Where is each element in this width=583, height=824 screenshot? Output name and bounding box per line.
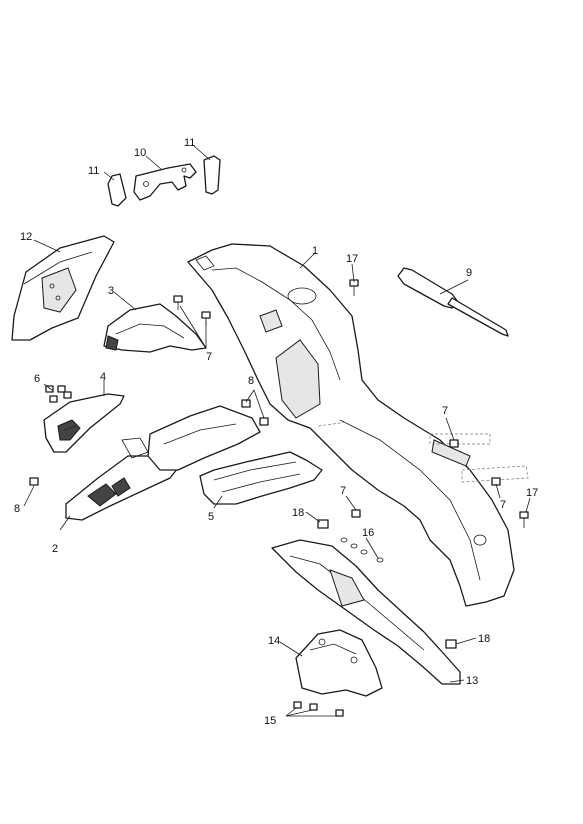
part-6-screws	[45, 385, 72, 403]
callout-18-left: 18	[292, 507, 304, 519]
part-strut	[147, 405, 261, 471]
callout-7-left: 7	[206, 351, 212, 363]
part-8-screw-a	[29, 477, 39, 486]
part-14-bottom-cover	[295, 629, 383, 697]
part-17-screw-top	[349, 279, 359, 296]
leader-lines	[23, 145, 531, 717]
callout-1: 1	[312, 245, 318, 257]
part-16-washers	[340, 537, 384, 563]
part-12-side-cover	[11, 235, 115, 341]
part-17-screw-right	[519, 511, 529, 528]
callout-17-top: 17	[346, 253, 358, 265]
part-15-screws	[293, 701, 344, 717]
fastener-guides	[317, 421, 529, 483]
part-18-clip-a	[317, 519, 329, 529]
callout-3: 3	[108, 285, 114, 297]
part-18-clip-b	[445, 639, 457, 649]
callout-13: 13	[466, 675, 478, 687]
part-4-bracket	[43, 393, 125, 453]
part-1-rear-mudguard	[187, 243, 515, 607]
fastener-screw-3a	[173, 295, 183, 310]
part-5-hugger	[199, 451, 323, 505]
callout-11-left: 11	[88, 165, 99, 177]
callout-17-right: 17	[526, 487, 538, 499]
part-2-lower-bracket	[65, 437, 179, 521]
part-11-pad-right	[203, 155, 221, 195]
callout-18-right: 18	[478, 633, 490, 645]
callout-8-left: 8	[14, 503, 20, 515]
part-7-screw-right-a	[449, 439, 459, 448]
callout-16: 16	[362, 527, 374, 539]
part-13-undertray	[271, 539, 461, 685]
callout-7-right-bottom: 7	[500, 499, 506, 511]
callout-10: 10	[134, 147, 146, 159]
part-10-bracket	[133, 163, 197, 201]
part-7-screw-right-b	[491, 477, 501, 486]
callout-8-middle: 8	[248, 375, 254, 387]
callout-7-right-top: 7	[442, 405, 448, 417]
callout-15: 15	[264, 715, 276, 727]
callout-12: 12	[20, 231, 32, 243]
callout-7-middle: 7	[340, 485, 346, 497]
part-9-screwdriver	[397, 267, 509, 337]
callout-6: 6	[34, 373, 40, 385]
callout-9: 9	[466, 267, 472, 279]
part-3-mount	[103, 303, 207, 353]
callout-14: 14	[268, 635, 280, 647]
callout-4: 4	[100, 371, 106, 383]
callout-11-right: 11	[184, 137, 195, 149]
callout-2: 2	[52, 543, 58, 555]
part-11-pad-left	[107, 173, 127, 207]
callout-5: 5	[208, 511, 214, 523]
part-7-screw-middle	[351, 509, 361, 518]
